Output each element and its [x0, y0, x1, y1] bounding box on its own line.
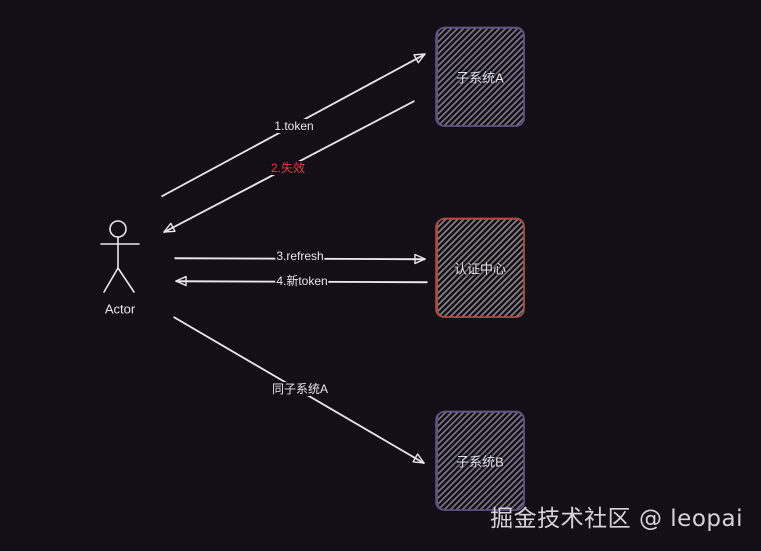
watermark: 掘金技术社区 @ leopai	[490, 506, 743, 532]
edge-label-refresh[interactable]: 3.refresh	[275, 249, 325, 263]
actor-head-icon	[109, 220, 127, 238]
hatch-fill	[436, 219, 524, 317]
actor-label: Actor	[104, 301, 136, 317]
arrowhead-icon	[163, 222, 176, 233]
edge-label-same-as-subsystem-a[interactable]: 同子系统A	[270, 382, 330, 396]
node-label-auth-center[interactable]: 认证中心	[453, 261, 507, 277]
arrowhead-icon	[412, 453, 425, 464]
node-label-subsystem-b[interactable]: 子系统B	[456, 454, 504, 470]
hatch-fill	[436, 412, 524, 510]
arrowhead-icon	[413, 53, 426, 64]
edge-label-invalid[interactable]: 2.失效	[269, 161, 307, 175]
edge-label-new-token[interactable]: 4.新token	[275, 274, 329, 288]
actor-right-leg	[117, 267, 135, 293]
edge-label-token[interactable]: 1.token	[273, 119, 315, 133]
actor-left-leg	[103, 267, 119, 293]
arrowhead-icon	[175, 275, 187, 287]
hatch-fill	[436, 28, 524, 126]
node-subsystem-b[interactable]	[338, 408, 726, 514]
arrowhead-icon	[414, 253, 426, 265]
node-subsystem-a[interactable]	[338, 24, 726, 130]
node-label-subsystem-a[interactable]: 子系统A	[456, 70, 504, 86]
actor-figure[interactable]	[100, 220, 140, 293]
node-auth-center[interactable]	[338, 215, 726, 321]
